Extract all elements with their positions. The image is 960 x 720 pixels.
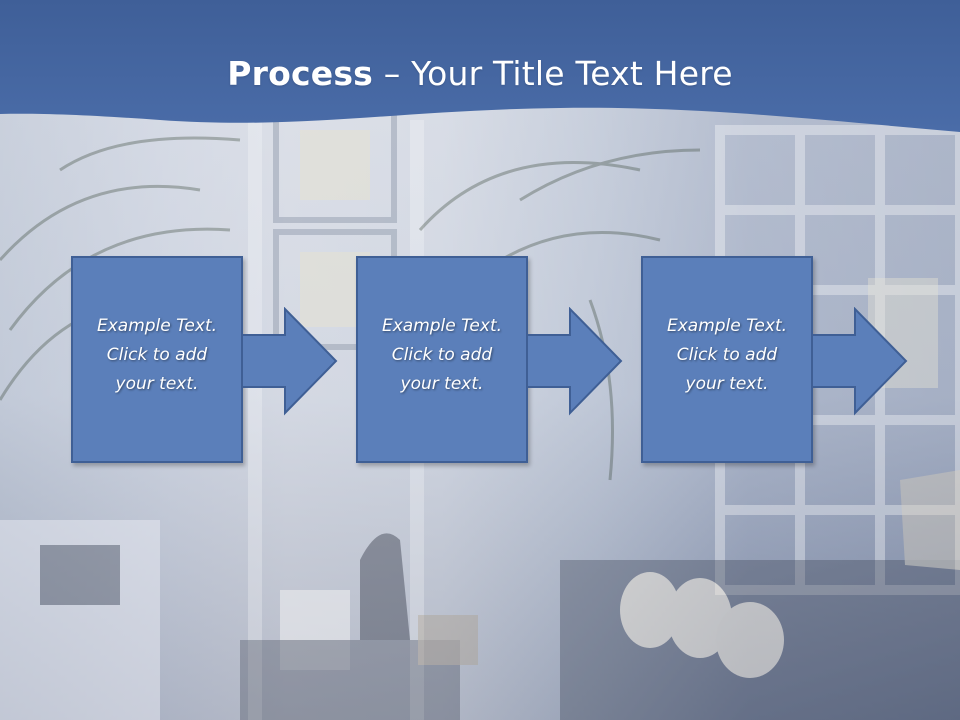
process-step-3[interactable]: Example Text. Click to add your text.: [641, 256, 817, 468]
step-box[interactable]: [641, 256, 813, 463]
process-arrow-2: [526, 307, 623, 416]
step-text[interactable]: Example Text. Click to add your text.: [96, 316, 218, 394]
page-title: Process – Your Title Text Here: [0, 52, 960, 96]
title-rest: – Your Title Text Here: [373, 54, 733, 93]
step-text[interactable]: Example Text. Click to add your text.: [666, 316, 788, 394]
process-step-1[interactable]: Example Text. Click to add your text.: [71, 256, 247, 468]
process-step-2[interactable]: Example Text. Click to add your text.: [356, 256, 532, 468]
title-bold: Process: [227, 54, 374, 93]
step-box[interactable]: [71, 256, 243, 463]
process-arrow-3: [811, 307, 908, 416]
title-band: [0, 0, 960, 132]
process-arrow-1: [241, 307, 338, 416]
step-text[interactable]: Example Text. Click to add your text.: [381, 316, 503, 394]
